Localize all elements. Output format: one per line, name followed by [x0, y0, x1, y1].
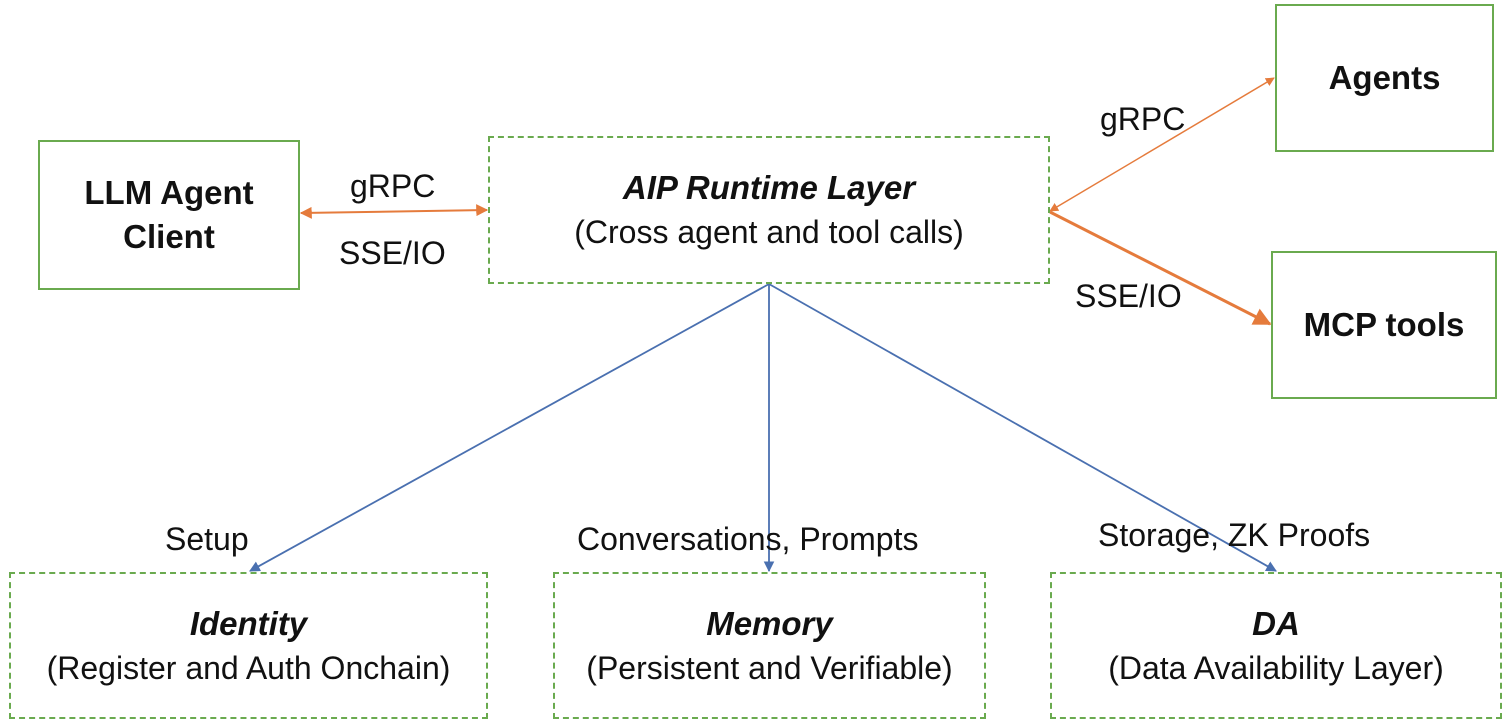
llm-agent-client-box: LLM Agent Client	[38, 140, 300, 290]
llm-agent-client-title-line2: Client	[123, 218, 215, 255]
da-subtitle: (Data Availability Layer)	[1108, 649, 1444, 686]
agents-title: Agents	[1328, 59, 1441, 96]
memory-title: Memory	[706, 604, 833, 642]
arrow-runtime-mcp	[1049, 210, 1272, 326]
identity-box: Identity (Register and Auth Onchain)	[9, 572, 488, 719]
mcp-tools-title: MCP tools	[1303, 306, 1465, 343]
agents-box: Agents	[1275, 4, 1494, 152]
da-box: DA (Data Availability Layer)	[1050, 572, 1502, 719]
da-title: DA	[1252, 604, 1300, 642]
runtime-mcp-label: SSE/IO	[1075, 278, 1182, 314]
arrow-runtime-agents	[1049, 77, 1275, 212]
client-runtime-label-grpc: gRPC	[350, 168, 436, 204]
arrow-client-runtime	[299, 204, 489, 219]
aip-runtime-layer-subtitle: (Cross agent and tool calls)	[574, 214, 964, 250]
client-runtime-label-sseio: SSE/IO	[339, 235, 446, 271]
aip-runtime-layer-box: AIP Runtime Layer (Cross agent and tool …	[488, 136, 1050, 284]
runtime-agents-label: gRPC	[1100, 101, 1186, 137]
arrow-runtime-identity	[249, 283, 770, 572]
runtime-da-label: Storage, ZK Proofs	[1098, 517, 1371, 553]
llm-agent-client-title-line1: LLM Agent	[84, 174, 254, 211]
identity-title: Identity	[189, 604, 308, 642]
memory-box: Memory (Persistent and Verifiable)	[553, 572, 986, 719]
arrow-runtime-da	[768, 283, 1277, 572]
runtime-identity-label: Setup	[165, 521, 249, 557]
runtime-memory-label: Conversations, Prompts	[577, 521, 919, 557]
aip-runtime-layer-title: AIP Runtime Layer	[622, 169, 916, 206]
identity-subtitle: (Register and Auth Onchain)	[46, 649, 451, 686]
memory-subtitle: (Persistent and Verifiable)	[586, 649, 953, 686]
mcp-tools-box: MCP tools	[1271, 251, 1497, 399]
